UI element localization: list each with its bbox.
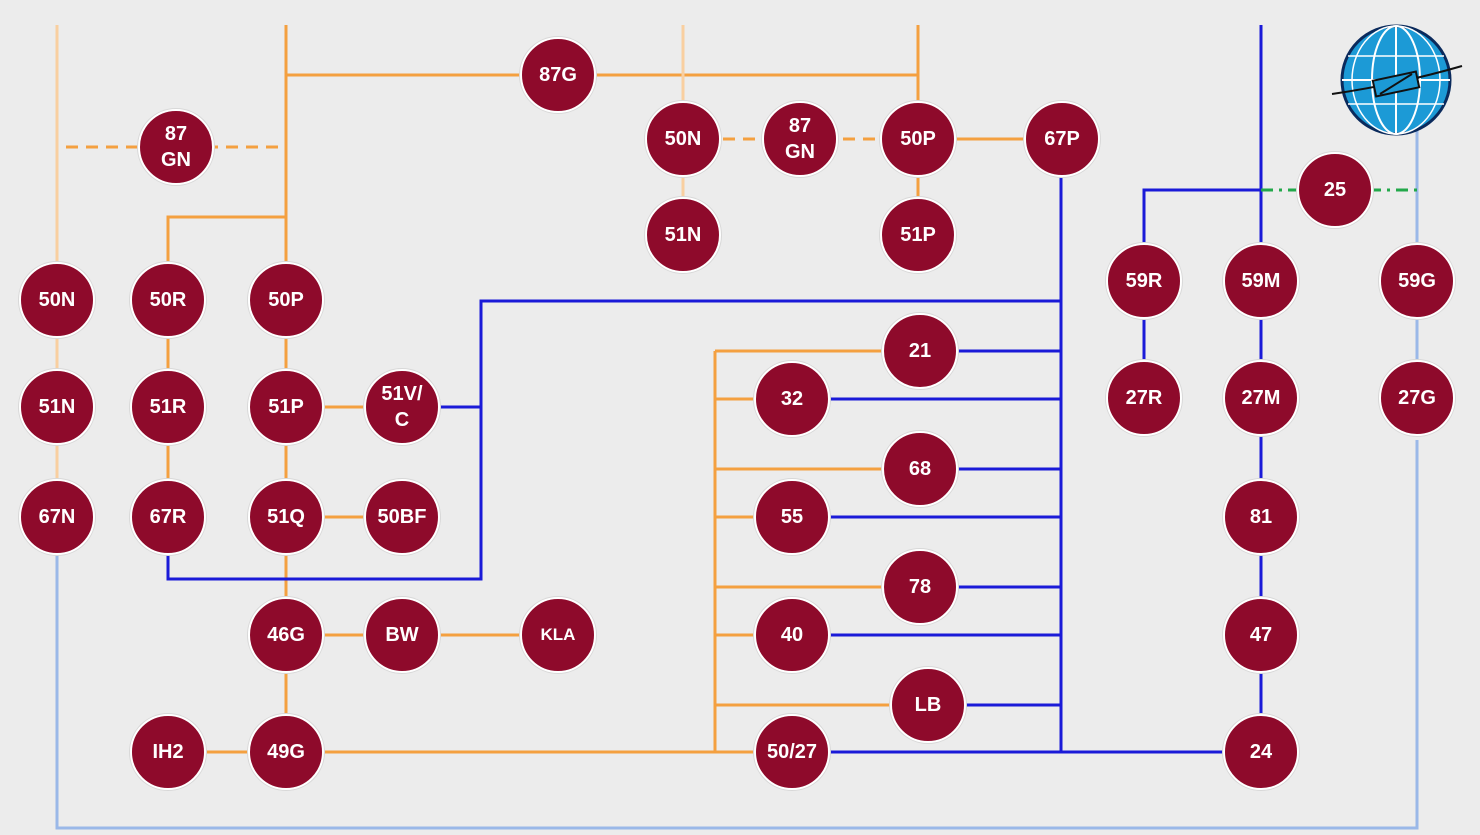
relay-label: BW: [385, 624, 419, 646]
relay-label: 27G: [1398, 387, 1436, 409]
relay-51p[interactable]: 51P: [248, 369, 324, 445]
relay-27m[interactable]: 27M: [1223, 360, 1299, 436]
relay-27r[interactable]: 27R: [1106, 360, 1182, 436]
relay-label: 59G: [1398, 270, 1436, 292]
relay-59r[interactable]: 59R: [1106, 243, 1182, 319]
relay-32[interactable]: 32: [754, 361, 830, 437]
relay-label: 50R: [149, 289, 187, 311]
relay-50n[interactable]: 50N: [645, 101, 721, 177]
relay-label: 78: [908, 576, 932, 598]
relay-label: 68: [908, 458, 932, 480]
relay-50r[interactable]: 50R: [130, 262, 206, 338]
globe-transformer-logo-icon: [1331, 24, 1463, 136]
relay-24[interactable]: 24: [1223, 714, 1299, 790]
relay-51q[interactable]: 51Q: [248, 479, 324, 555]
wire: [1142, 188, 1261, 398]
relay-label: 40: [780, 624, 804, 646]
relay-label: 25: [1323, 179, 1347, 201]
wire: [166, 215, 286, 517]
relay-label: 87 GN: [785, 115, 815, 163]
relay-label: 50P: [900, 128, 936, 150]
relay-label: 27R: [1125, 387, 1163, 409]
relay-51r[interactable]: 51R: [130, 369, 206, 445]
relay-label: 67N: [38, 506, 76, 528]
relay-label: 50BF: [377, 506, 427, 528]
relay-50p[interactable]: 50P: [880, 101, 956, 177]
relay-label: 87 GN: [161, 123, 191, 171]
relay-49g[interactable]: 49G: [248, 714, 324, 790]
relay-50p[interactable]: 50P: [248, 262, 324, 338]
relay-label: 67P: [1044, 128, 1080, 150]
relay-40[interactable]: 40: [754, 597, 830, 673]
relay-bw[interactable]: BW: [364, 597, 440, 673]
relay-81[interactable]: 81: [1223, 479, 1299, 555]
relay-46g[interactable]: 46G: [248, 597, 324, 673]
relay-25[interactable]: 25: [1297, 152, 1373, 228]
relay-lb[interactable]: LB: [890, 667, 966, 743]
relay-50n[interactable]: 50N: [19, 262, 95, 338]
relay-51n[interactable]: 51N: [19, 369, 95, 445]
relay-label: 51P: [900, 224, 936, 246]
relay-label: 87G: [539, 64, 577, 86]
relay-label: 21: [908, 340, 932, 362]
relay-87gn[interactable]: 87 GN: [762, 101, 838, 177]
relay-67r[interactable]: 67R: [130, 479, 206, 555]
relay-label: 51N: [38, 396, 76, 418]
relay-label: IH2: [152, 741, 184, 763]
relay-label: 32: [780, 388, 804, 410]
relay-label: 51N: [664, 224, 702, 246]
relay-label: 59M: [1241, 270, 1281, 292]
relay-label: 67R: [149, 506, 187, 528]
relay-47[interactable]: 47: [1223, 597, 1299, 673]
relay-78[interactable]: 78: [882, 549, 958, 625]
relay-59m[interactable]: 59M: [1223, 243, 1299, 319]
relay-label: KLA: [540, 625, 576, 644]
relay-87g[interactable]: 87G: [520, 37, 596, 113]
relay-label: 47: [1249, 624, 1273, 646]
relay-label: 51P: [268, 396, 304, 418]
relay-label: 51Q: [267, 506, 305, 528]
relay-label: 50P: [268, 289, 304, 311]
relay-label: 55: [780, 506, 804, 528]
relay-label: 50N: [38, 289, 76, 311]
relay-67n[interactable]: 67N: [19, 479, 95, 555]
relay-kla[interactable]: KLA: [520, 597, 596, 673]
relay-51vc[interactable]: 51V/ C: [364, 369, 440, 445]
relay-59g[interactable]: 59G: [1379, 243, 1455, 319]
relay-51n[interactable]: 51N: [645, 197, 721, 273]
relay-67p[interactable]: 67P: [1024, 101, 1100, 177]
relay-68[interactable]: 68: [882, 431, 958, 507]
relay-27g[interactable]: 27G: [1379, 360, 1455, 436]
relay-label: 51V/ C: [381, 383, 423, 431]
relay-label: 49G: [267, 741, 305, 763]
relay-ih2[interactable]: IH2: [130, 714, 206, 790]
relay-label: 50N: [664, 128, 702, 150]
relay-label: 51R: [149, 396, 187, 418]
relay-21[interactable]: 21: [882, 313, 958, 389]
relay-50bf[interactable]: 50BF: [364, 479, 440, 555]
relay-50-27[interactable]: 50/27: [754, 714, 830, 790]
relay-label: 24: [1249, 741, 1273, 763]
relay-label: 59R: [1125, 270, 1163, 292]
wire: [166, 299, 1061, 581]
relay-label: 46G: [267, 624, 305, 646]
relay-87gn[interactable]: 87 GN: [138, 109, 214, 185]
relay-55[interactable]: 55: [754, 479, 830, 555]
relay-51p[interactable]: 51P: [880, 197, 956, 273]
relay-label: 27M: [1241, 387, 1281, 409]
relay-label: 50/27: [766, 741, 818, 763]
relay-label: LB: [914, 694, 942, 716]
wire: [55, 440, 1419, 830]
relay-label: 81: [1249, 506, 1273, 528]
